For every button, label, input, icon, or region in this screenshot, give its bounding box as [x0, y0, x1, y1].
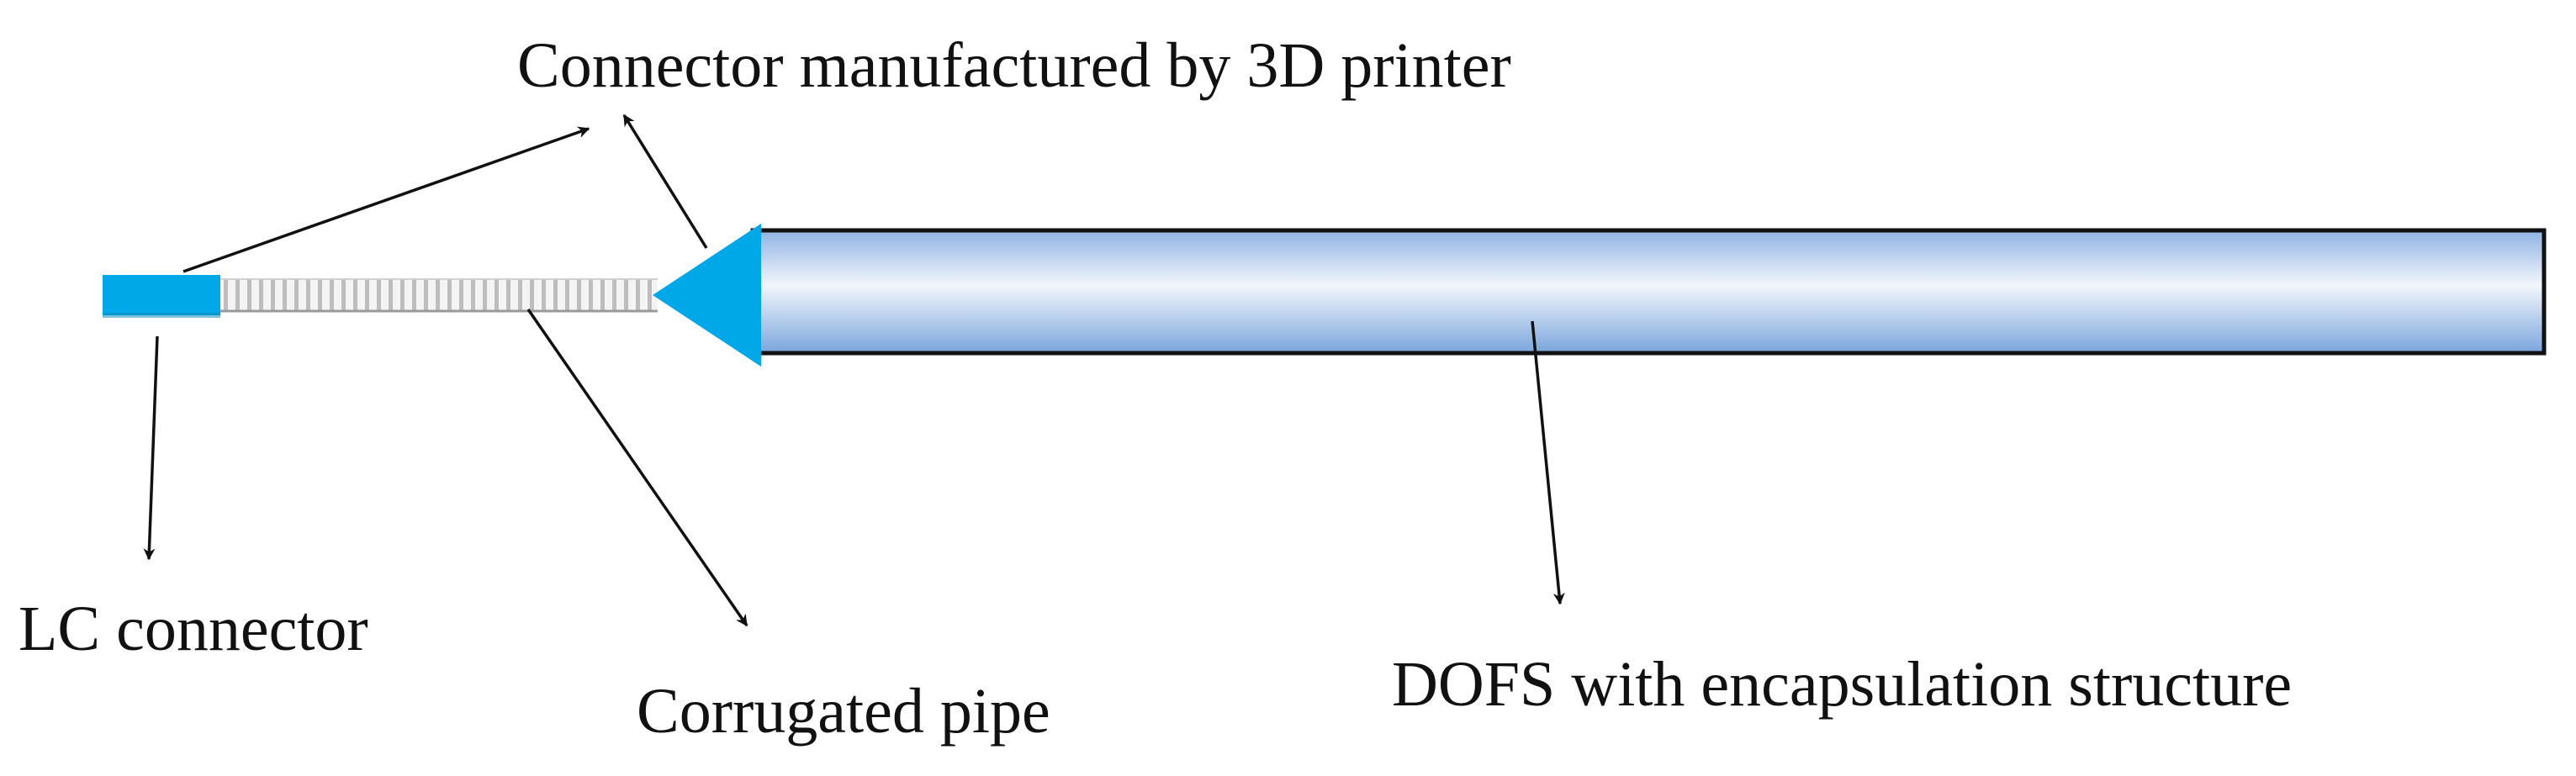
dofs-tube: [750, 228, 2547, 356]
dofs-label: DOFS with encapsulation structure: [1392, 649, 2293, 720]
arrow-to-dofs-label: [1531, 320, 1565, 605]
arrow-to-lc-label: [143, 335, 159, 561]
lc-connector: [103, 275, 220, 315]
arrow-to-pipe-label: [526, 309, 748, 627]
lc-connector-label: LC connector: [19, 594, 368, 664]
corrugated-pipe: [220, 279, 658, 311]
arrow-lc-to-connector-label: [182, 126, 590, 273]
arrow-printed-to-connector-label: [622, 113, 708, 249]
printed-connector: [653, 224, 761, 367]
corrugated-pipe-label: Corrugated pipe: [637, 676, 1050, 747]
connector-3d-label: Connector manufactured by 3D printer: [517, 30, 1511, 101]
